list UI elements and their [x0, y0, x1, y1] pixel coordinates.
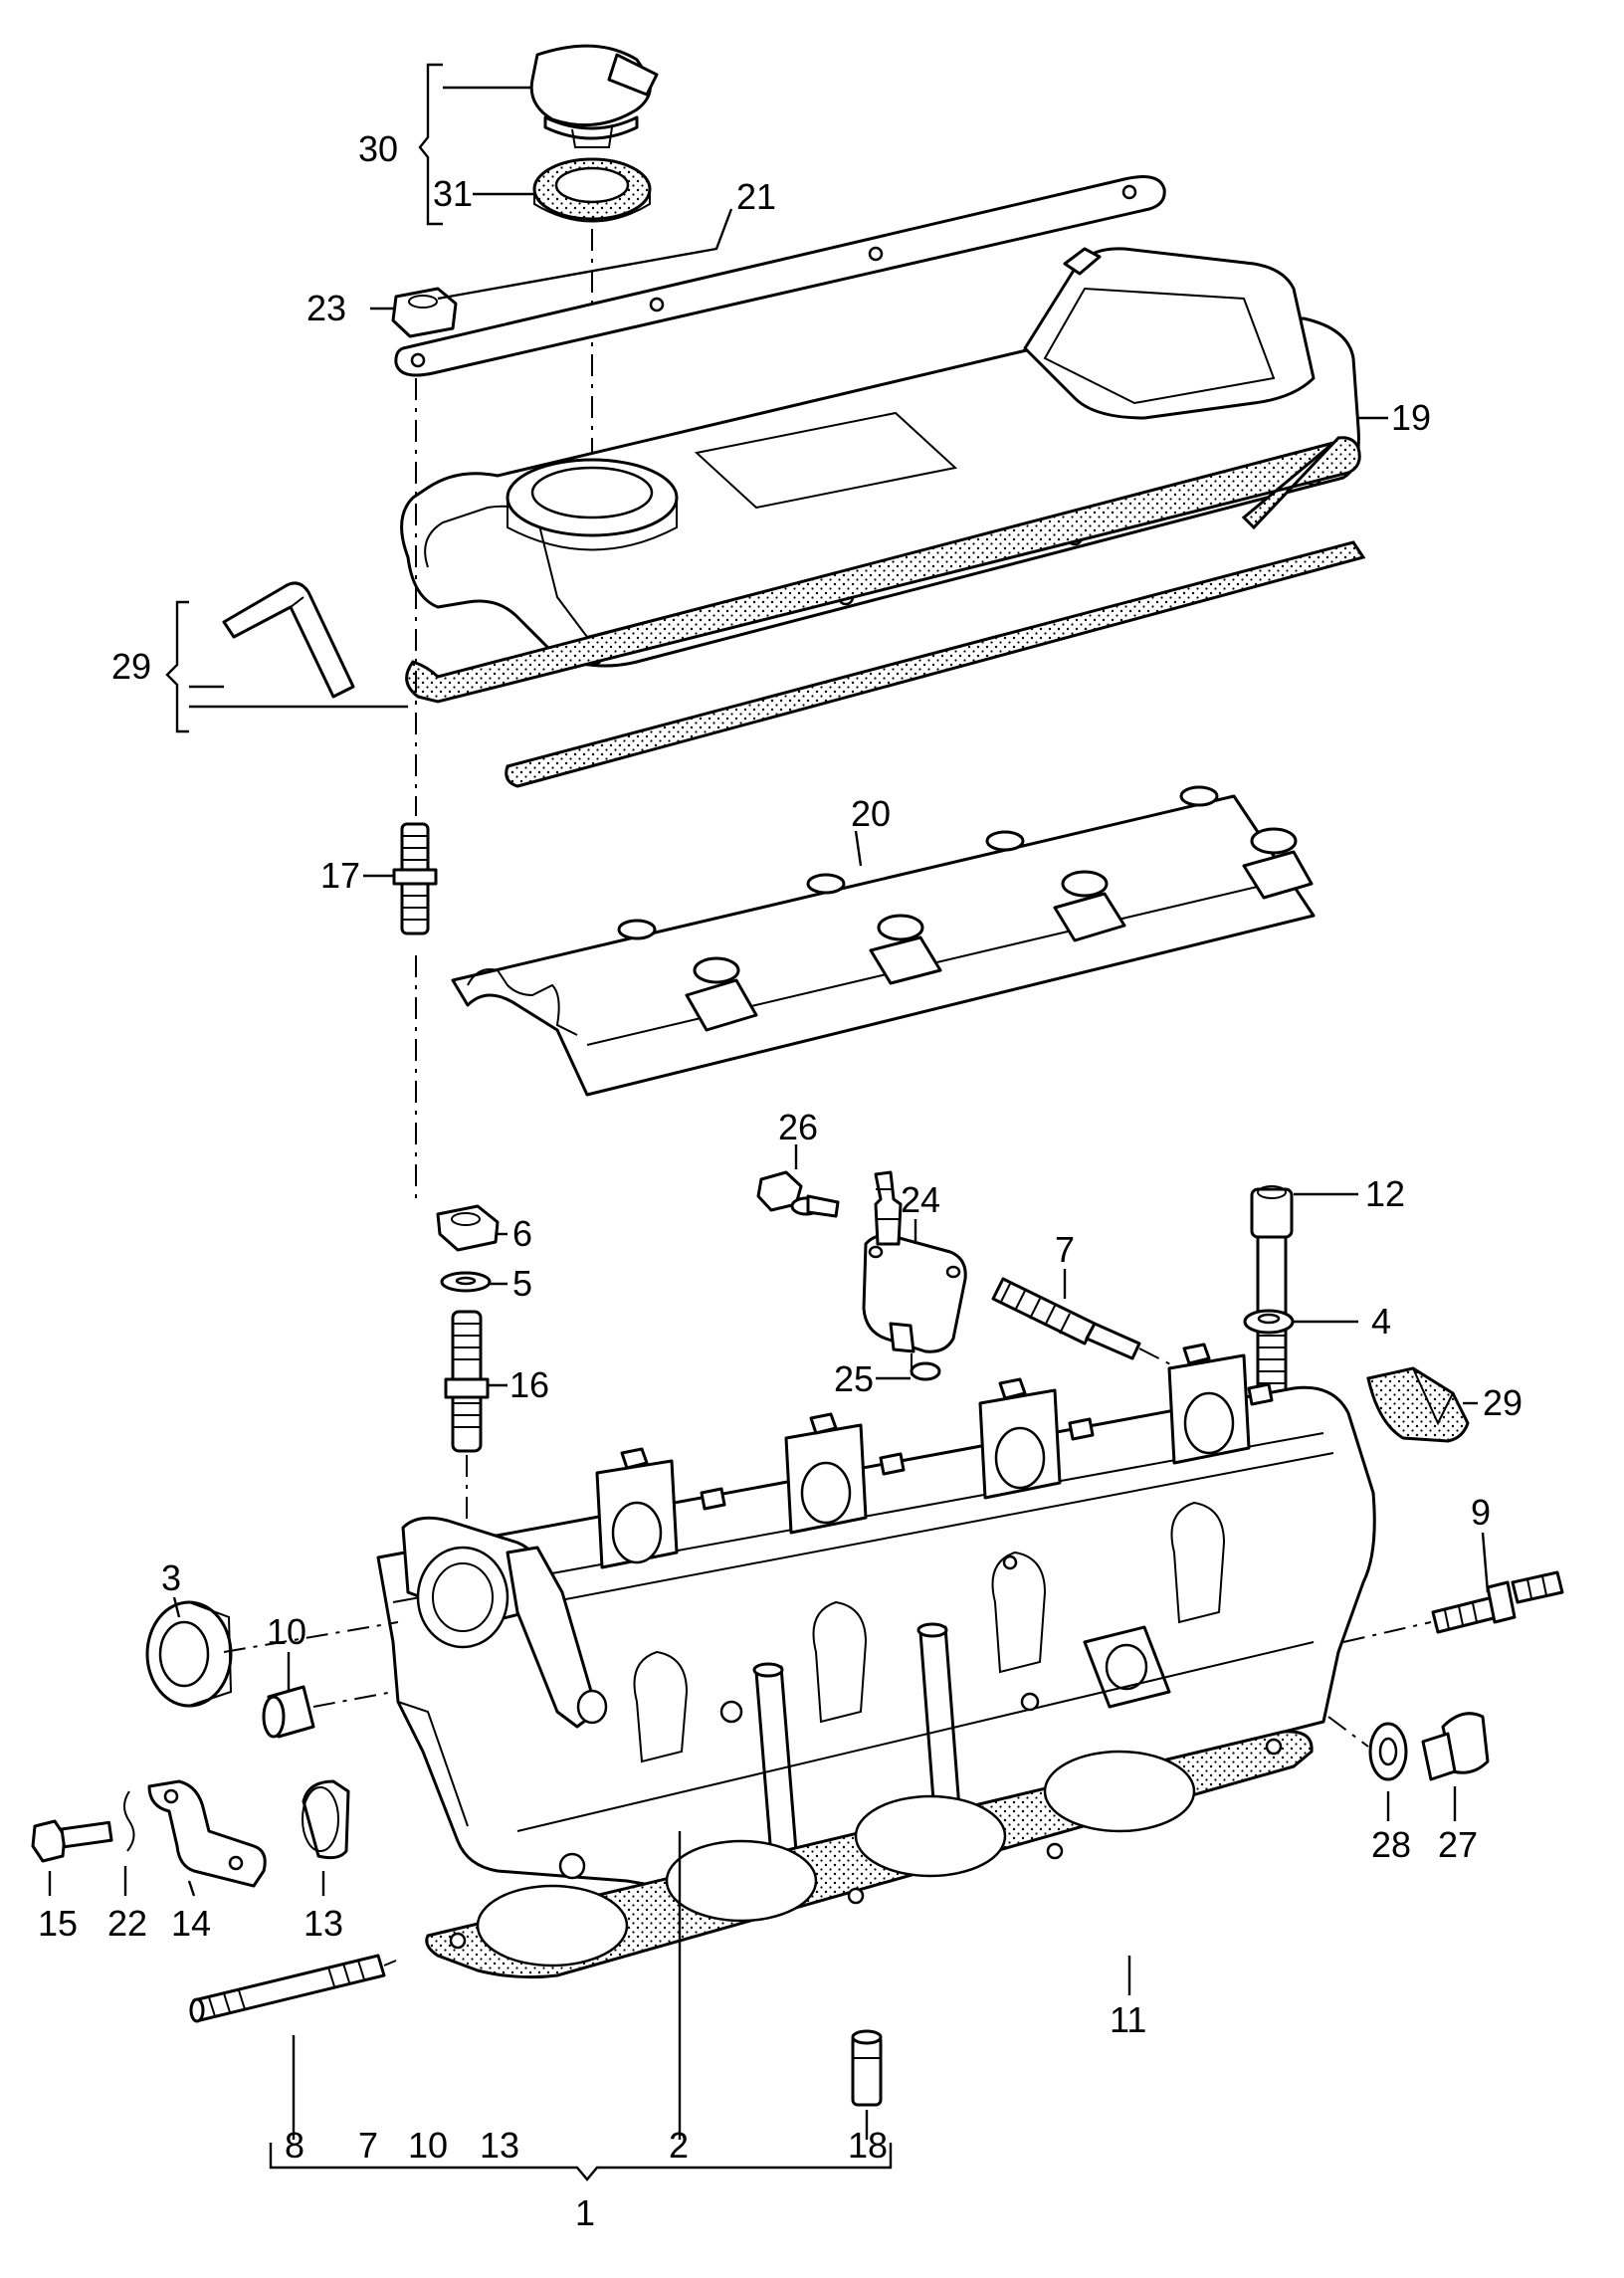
- callout-6: 6: [512, 1213, 532, 1254]
- bracket-30-31: [418, 63, 443, 226]
- callout-9: 9: [1471, 1492, 1491, 1533]
- callout-24: 24: [901, 1179, 940, 1220]
- callout-19: 19: [1391, 397, 1431, 438]
- nut-6: [436, 1204, 500, 1252]
- bracket-1: [269, 2143, 893, 2181]
- oil-filler-cap: [529, 44, 659, 148]
- callout-25: 25: [834, 1358, 874, 1399]
- callout-8: 8: [285, 2125, 304, 2166]
- plug-10: [262, 1685, 315, 1739]
- callout-10-upper: 10: [267, 1611, 306, 1652]
- callout-20: 20: [851, 793, 891, 834]
- valve-cover-gasket: [405, 436, 1366, 788]
- stud-9: [1431, 1570, 1564, 1634]
- callout-13-lower: 13: [480, 2125, 519, 2166]
- callout-5: 5: [512, 1263, 532, 1304]
- bolt-15: [31, 1819, 113, 1863]
- callout-4: 4: [1371, 1301, 1391, 1342]
- cylinder-head: [376, 1343, 1376, 1888]
- callout-26: 26: [778, 1107, 818, 1147]
- bracket-14: [147, 1779, 267, 1888]
- stud-8: [189, 1954, 386, 2023]
- callout-29-upper: 29: [111, 646, 151, 687]
- oil-seal-3: [145, 1600, 233, 1708]
- callout-7-upper: 7: [1055, 1229, 1075, 1270]
- rubber-seal-strip-29: [222, 581, 355, 699]
- stud-7-upper: [991, 1277, 1141, 1360]
- stud-17: [392, 822, 438, 935]
- callout-14: 14: [171, 1903, 211, 1944]
- callout-23: 23: [306, 288, 346, 328]
- callout-12: 12: [1365, 1173, 1405, 1214]
- callout-28: 28: [1371, 1824, 1411, 1865]
- callout-labels: 30 31 21 23 19 29 20 17 26 24 12 7 6 5 4…: [38, 128, 1522, 2233]
- valve-guide-18: [851, 2029, 883, 2107]
- callout-31: 31: [433, 173, 473, 214]
- plug-27: [1421, 1712, 1490, 1781]
- callout-30: 30: [358, 128, 398, 169]
- callout-18: 18: [848, 2125, 888, 2166]
- callout-7-lower: 7: [358, 2125, 378, 2166]
- callout-3: 3: [161, 1557, 181, 1598]
- washer-4: [1243, 1309, 1295, 1335]
- baffle-plate: [451, 785, 1316, 1097]
- washer-28: [1368, 1722, 1408, 1781]
- callout-15: 15: [38, 1903, 78, 1944]
- rubber-seal-29-lower: [1366, 1366, 1470, 1443]
- clip-22: [123, 1790, 135, 1852]
- callout-16: 16: [509, 1364, 549, 1405]
- callout-29-lower: 29: [1483, 1382, 1522, 1423]
- head-gasket: [425, 1730, 1314, 1979]
- stud-16: [444, 1310, 490, 1453]
- callout-21: 21: [736, 176, 776, 217]
- washer-5: [440, 1271, 492, 1293]
- valve-cover-gasket-strip: [394, 175, 1166, 377]
- callout-22: 22: [107, 1903, 147, 1944]
- callout-2: 2: [669, 2125, 689, 2166]
- valve-cover: [400, 247, 1360, 668]
- callout-27: 27: [1438, 1824, 1478, 1865]
- oil-filler-seal: [532, 157, 652, 223]
- bolt-26: [756, 1170, 840, 1218]
- bracket-29-upper: [165, 600, 189, 733]
- leader-lines: [48, 208, 1490, 2181]
- callout-17: 17: [320, 855, 360, 896]
- plug-13: [302, 1779, 350, 1860]
- nut-23: [391, 287, 458, 338]
- callout-10-lower: 10: [408, 2125, 448, 2166]
- callout-1: 1: [575, 2192, 595, 2233]
- callout-11: 11: [1110, 1999, 1146, 2040]
- seal-ring-25: [910, 1361, 941, 1381]
- breather-valve-24: [862, 1170, 967, 1353]
- callout-13-upper: 13: [304, 1903, 343, 1944]
